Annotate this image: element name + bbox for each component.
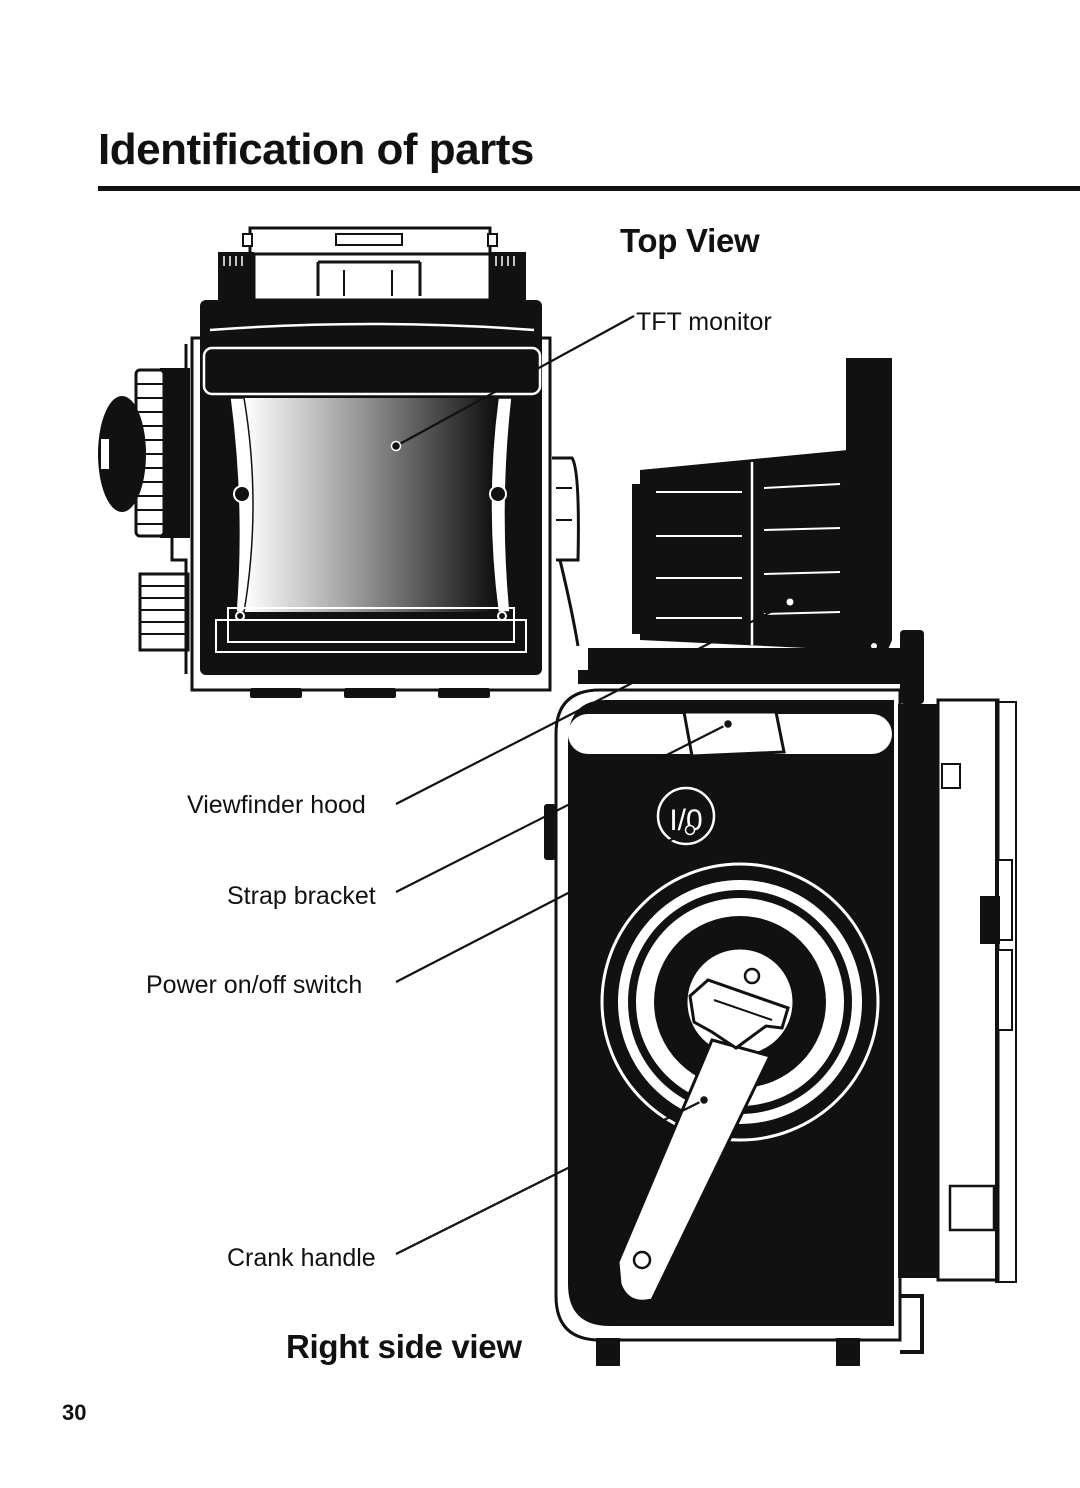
- top-view-camera: [98, 226, 580, 698]
- strap-bracket-leader: [395, 723, 729, 893]
- crank-handle-label: Crank handle: [227, 1244, 376, 1272]
- strap-bracket-dot: [722, 718, 734, 730]
- title-rule: [98, 186, 1080, 191]
- viewfinder-hood-dot: [784, 596, 796, 608]
- tft-monitor-label: TFT monitor: [636, 308, 772, 336]
- page-title: Identification of parts: [98, 125, 534, 174]
- power-switch-dot: [684, 824, 696, 836]
- right-side-view-heading: Right side view: [286, 1328, 522, 1365]
- viewfinder-hood-leader: [395, 601, 791, 805]
- power-switch-label: Power on/off switch: [146, 971, 363, 999]
- callout-lines: [395, 315, 791, 1255]
- page-number: 30: [62, 1400, 87, 1425]
- top-view-heading: Top View: [620, 222, 760, 259]
- right-side-view-camera: I/0: [544, 358, 1017, 1366]
- crank-handle-leader: [395, 1099, 705, 1255]
- viewfinder-hood-label: Viewfinder hood: [187, 791, 366, 819]
- tft-monitor-leader: [395, 315, 635, 447]
- power-switch-leader: [395, 829, 691, 983]
- strap-bracket-label: Strap bracket: [227, 882, 376, 910]
- tft-monitor-dot: [390, 440, 402, 452]
- crank-handle-dot: [698, 1094, 710, 1106]
